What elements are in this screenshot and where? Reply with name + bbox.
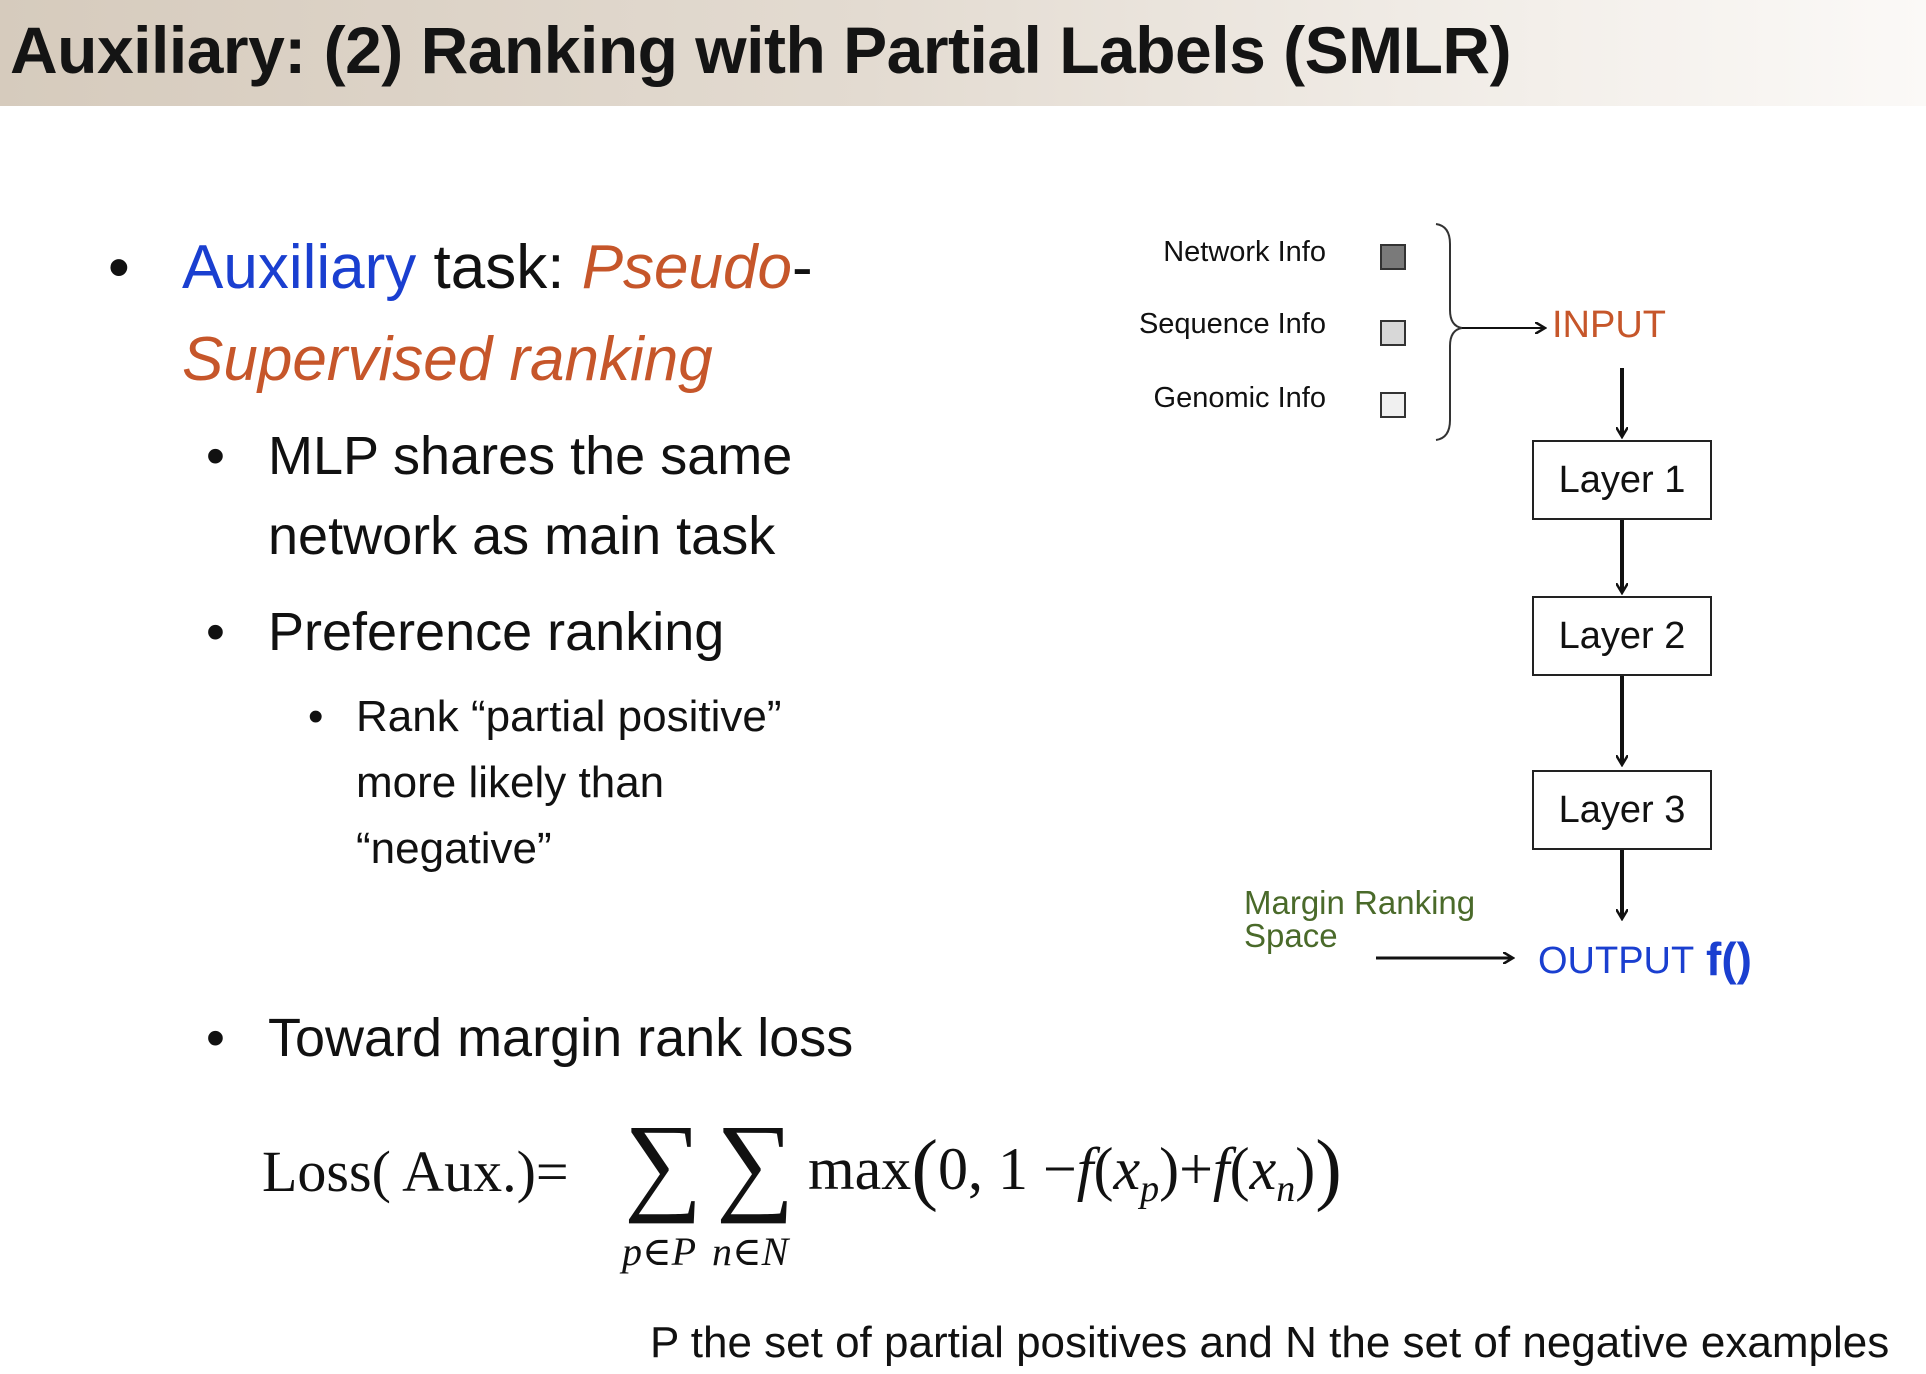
formula-lhs: Loss( Aux.)=	[262, 1138, 569, 1205]
formula-xn: x	[1249, 1136, 1277, 1202]
bullet-mlp-line2: network as main task	[268, 506, 776, 566]
title-bar: Auxiliary: (2) Ranking with Partial Labe…	[0, 0, 1926, 106]
hyphen: -	[791, 233, 813, 302]
supervised-ranking-text: Supervised ranking	[182, 325, 713, 394]
formula-equals: =	[535, 1139, 569, 1204]
formula-xn-sub: n	[1276, 1168, 1296, 1210]
sum-p-index: p∈P	[622, 1229, 697, 1274]
loss-formula: Loss( Aux.)= ∑ ∑ p∈P n∈N max(0, 1 −f(xp)…	[262, 1108, 1462, 1288]
genomic-info-label: Genomic Info	[1153, 382, 1326, 414]
margin-ranking-label: Margin Ranking Space	[1244, 886, 1475, 952]
sequence-info-swatch	[1380, 320, 1406, 346]
formula-loss-text: Loss( Aux.)	[262, 1139, 536, 1204]
input-label: INPUT	[1552, 304, 1666, 346]
formula-zero-one: 0, 1	[937, 1136, 1028, 1202]
bullet-mlp-line1: MLP shares the same	[268, 426, 793, 486]
formula-rhs: max(0, 1 −f(xp)+f(xn))	[808, 1125, 1342, 1213]
formula-xp: x	[1113, 1136, 1141, 1202]
sum-n-symbol: ∑	[716, 1102, 795, 1224]
bullet-rank-line2: more likely than	[356, 758, 665, 807]
input-brace	[1435, 223, 1463, 441]
margin-ranking-line1: Margin Ranking	[1244, 884, 1476, 921]
formula-f2: f	[1212, 1136, 1230, 1202]
bullet-dot: •	[206, 426, 225, 486]
bullet-rank-line3: “negative”	[356, 824, 552, 873]
formula-xp-sub: p	[1140, 1168, 1160, 1210]
network-info-label: Network Info	[1163, 236, 1326, 268]
task-word: task:	[416, 233, 582, 302]
output-label: OUTPUT	[1538, 940, 1695, 982]
sequence-info-label: Sequence Info	[1138, 308, 1326, 340]
layer-3-box: Layer 3	[1532, 770, 1712, 850]
footnote: P the set of partial positives and N the…	[650, 1318, 1890, 1367]
sum-n-index: n∈N	[712, 1229, 789, 1274]
formula-minus: −	[1042, 1136, 1077, 1202]
genomic-info-swatch	[1380, 392, 1406, 418]
formula-close-paren: )	[1315, 1125, 1342, 1213]
formula-open-paren: (	[911, 1125, 938, 1213]
auxiliary-word: Auxiliary	[182, 233, 417, 302]
output-function-label: f()	[1706, 933, 1752, 985]
slide-title: Auxiliary: (2) Ranking with Partial Labe…	[10, 13, 1512, 87]
bullet-dot: •	[206, 1008, 225, 1068]
bullet-dot: •	[108, 233, 130, 302]
layer-2-box: Layer 2	[1532, 596, 1712, 676]
margin-ranking-line2: Space	[1244, 917, 1338, 954]
bullet-margin-rank-loss: Toward margin rank loss	[268, 1008, 854, 1068]
bullet-auxiliary-task: Auxiliary task: Pseudo-	[182, 222, 813, 314]
bullet-rank-line1: Rank “partial positive”	[356, 692, 782, 741]
bullet-preference-ranking: Preference ranking	[268, 602, 725, 662]
bullet-dot: •	[308, 692, 324, 741]
network-info-swatch	[1380, 244, 1406, 270]
layer-1-box: Layer 1	[1532, 440, 1712, 520]
pseudo-word: Pseudo	[581, 233, 792, 302]
formula-max: max	[808, 1136, 912, 1202]
formula-f1: f	[1076, 1136, 1094, 1202]
sum-p-symbol: ∑	[624, 1102, 703, 1224]
formula-plus: +	[1179, 1136, 1213, 1202]
bullet-dot: •	[206, 602, 225, 662]
